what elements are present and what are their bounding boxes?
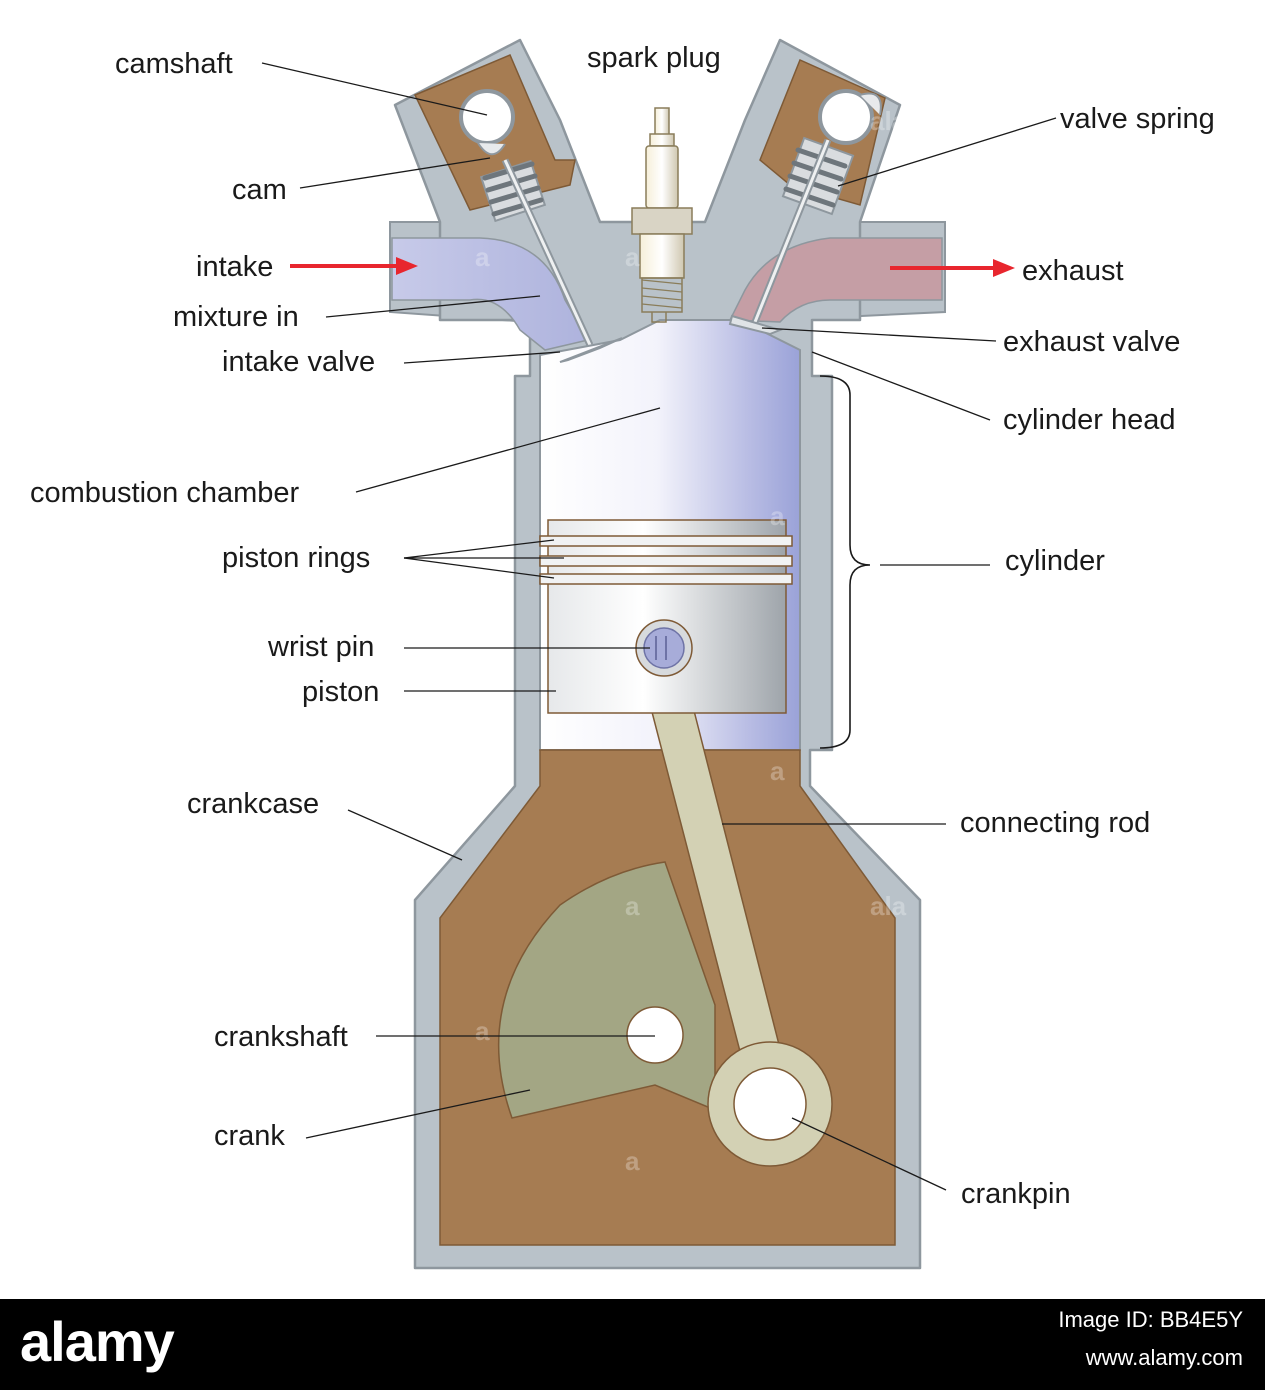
label-piston: piston [302,676,379,708]
engine-cutaway-diagram: a a ala a a a ala a a a [30,38,1215,1270]
leader-lines [261,62,1057,1191]
svg-text:ala: ala [870,891,907,921]
exhaust-valve-head [728,314,784,336]
label-combustion-chamber: combustion chamber [30,477,300,509]
label-cam: cam [232,174,287,206]
spark-plug [631,107,693,323]
svg-text:a: a [625,242,640,272]
label-piston-rings: piston rings [222,542,370,574]
footer-url-text: www.alamy.com [1085,1345,1243,1370]
intake-cam-lobe [477,142,506,156]
label-mixture-in: mixture in [173,301,299,333]
exhaust-arrow-icon [890,259,1015,277]
piston-ring-2 [539,555,793,567]
exhaust-valve-stem-highlight [753,139,830,323]
svg-text:a: a [770,501,785,531]
label-exhaust: exhaust [1022,255,1124,287]
label-exhaust-valve: exhaust valve [1003,326,1180,358]
svg-text:a: a [770,756,785,786]
label-spark-plug: spark plug [587,42,721,74]
alamy-logo: alamy [20,1310,175,1373]
image-id-text: Image ID: BB4E5Y [1058,1307,1243,1332]
label-cylinder: cylinder [1005,545,1105,577]
svg-text:a: a [625,891,640,921]
crankshaft-hole [626,1006,684,1064]
label-crankshaft: crankshaft [214,1021,348,1053]
svg-text:ala: ala [870,106,907,136]
label-camshaft: camshaft [115,48,233,80]
label-crank: crank [214,1120,285,1152]
intake-valve-head [559,337,623,363]
crankpin-hole [733,1067,807,1141]
exhaust-camshaft-circle [818,89,874,145]
exhaust-valve-spring [781,136,855,216]
piston-ring-1 [539,535,793,547]
label-cylinder-head: cylinder head [1003,404,1176,436]
svg-text:a: a [475,1016,490,1046]
piston-body [547,519,787,714]
svg-text:a: a [475,616,490,646]
svg-text:a: a [625,1146,640,1176]
svg-text:a: a [475,242,490,272]
label-valve-spring: valve spring [1060,103,1215,135]
piston-ring-3 [539,573,793,585]
intake-camshaft-circle [459,89,515,145]
intake-valve-stem-highlight [503,159,592,346]
watermark-marks: a a ala a a a ala a a a [475,106,907,1176]
label-intake-valve: intake valve [222,346,375,378]
label-crankcase: crankcase [187,788,319,820]
label-connecting-rod: connecting rod [960,807,1150,839]
intake-arrow-icon [290,257,418,275]
label-intake: intake [196,251,273,283]
stock-photo-footer: alamy Image ID: BB4E5Y www.alamy.com [0,1299,1265,1390]
cylinder-bracket [819,375,871,749]
label-crankpin: crankpin [961,1178,1071,1210]
exhaust-cam-lobe [859,92,882,116]
label-wrist-pin: wrist pin [267,631,374,663]
